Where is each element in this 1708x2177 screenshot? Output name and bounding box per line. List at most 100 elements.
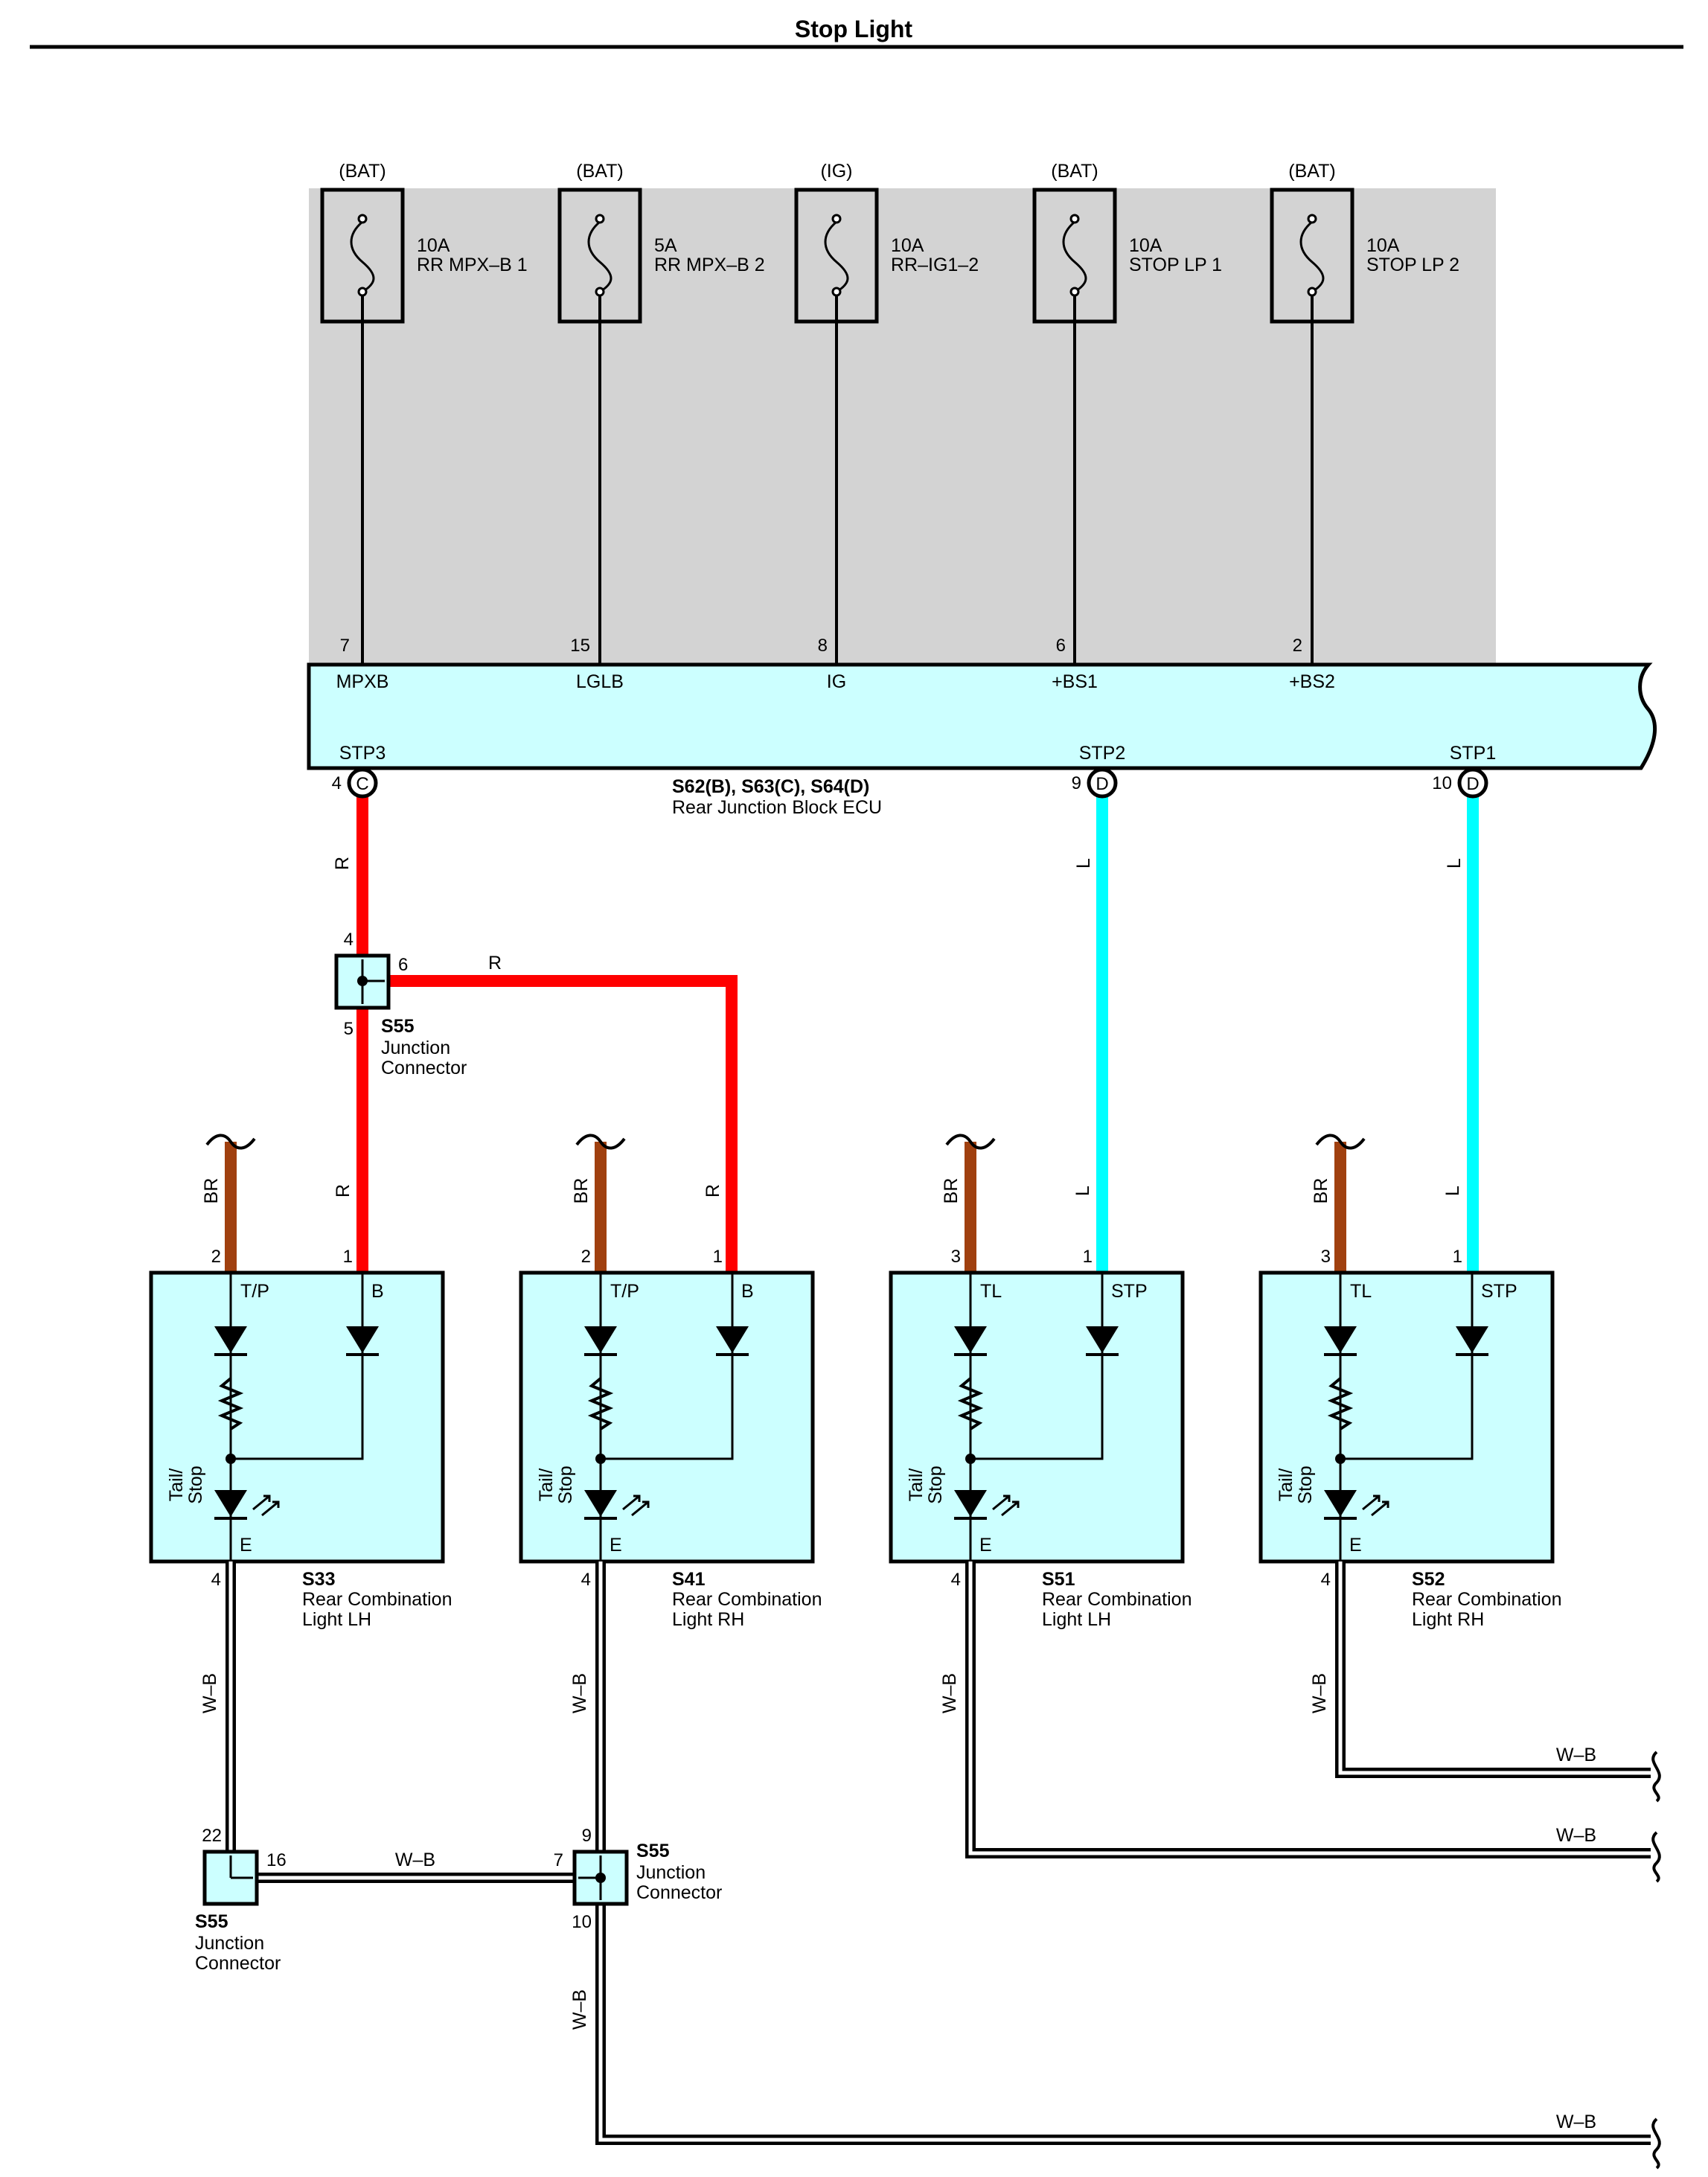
fuse-name: RR–IG1–2	[891, 255, 979, 275]
svg-text:Rear Combination: Rear Combination	[1412, 1589, 1562, 1610]
ecu-output-stp3: C 4	[332, 767, 378, 799]
svg-text:Rear Combination: Rear Combination	[302, 1589, 452, 1610]
ground-wire-label: W–B	[395, 1850, 435, 1870]
led-icon	[954, 1490, 987, 1517]
wire-color-label: R	[488, 953, 502, 974]
fuse-rating: 5A	[654, 235, 677, 256]
fuse-rating: 10A	[891, 235, 924, 256]
ecu-terminal-stp3: STP3	[339, 743, 386, 764]
svg-text:BR: BR	[941, 1178, 962, 1204]
ecu-terminal-ig: IG	[827, 671, 846, 692]
ecu-terminal-bs2: +BS2	[1289, 671, 1335, 692]
ground-wire-label: W–B	[1309, 1673, 1330, 1713]
svg-text:Stop: Stop	[1295, 1465, 1316, 1503]
svg-text:Tail/: Tail/	[1276, 1468, 1296, 1502]
page-title: Stop Light	[795, 16, 913, 42]
svg-text:2: 2	[211, 1247, 221, 1267]
svg-text:C: C	[356, 774, 368, 794]
svg-text:Light LH: Light LH	[1042, 1609, 1111, 1630]
svg-text:1: 1	[343, 1247, 353, 1267]
resistor-icon	[957, 1377, 984, 1430]
svg-text:4: 4	[1321, 1570, 1331, 1590]
svg-text:STP: STP	[1481, 1281, 1517, 1302]
brown-wires	[205, 1134, 1366, 1273]
svg-text:D: D	[1096, 774, 1108, 794]
fuse-name: RR MPX–B 2	[654, 255, 765, 275]
fuse-pin: 8	[818, 636, 828, 656]
ground-wire-label: W–B	[939, 1673, 960, 1713]
diode-icon	[346, 1326, 379, 1353]
resistor-icon	[1327, 1377, 1354, 1430]
ground-wires	[226, 1561, 1661, 2170]
svg-text:L: L	[1072, 1186, 1093, 1196]
wire-color-label: R	[332, 857, 353, 870]
svg-text:D: D	[1466, 774, 1479, 794]
diode-icon	[214, 1326, 247, 1353]
svg-text:E: E	[610, 1535, 622, 1556]
svg-text:E: E	[1349, 1535, 1362, 1556]
svg-text:1: 1	[1083, 1247, 1093, 1267]
fuse-panel	[309, 188, 1496, 665]
svg-text:S33: S33	[302, 1569, 335, 1590]
svg-text:1: 1	[713, 1247, 723, 1267]
svg-text:Connector: Connector	[381, 1058, 467, 1078]
svg-text:16: 16	[266, 1850, 287, 1870]
fuse-1: (BAT) 10A RR MPX–B 1 7	[320, 161, 528, 665]
fuse-rating: 10A	[1129, 235, 1162, 256]
fuse-source: (BAT)	[339, 161, 386, 182]
ecu-block	[307, 662, 1657, 770]
ground-wire-label: W–B	[199, 1673, 220, 1713]
svg-text:B: B	[371, 1281, 384, 1302]
svg-text:Light LH: Light LH	[302, 1609, 371, 1630]
svg-text:B: B	[741, 1281, 754, 1302]
fuse-name: STOP LP 1	[1129, 255, 1222, 275]
svg-text:4: 4	[344, 930, 354, 950]
fuse-source: (IG)	[820, 161, 852, 182]
wire-color-label: L	[1444, 858, 1465, 869]
fuse-3: (IG) 10A RR–IG1–2 8	[794, 161, 979, 665]
ground-wire-label: W–B	[569, 1989, 590, 2030]
svg-text:Junction: Junction	[636, 1862, 706, 1883]
fuse-pin: 7	[340, 636, 350, 656]
svg-text:E: E	[979, 1535, 992, 1556]
svg-text:E: E	[240, 1535, 252, 1556]
ground-wire-label: W–B	[569, 1673, 590, 1713]
svg-text:6: 6	[398, 955, 408, 975]
junction-right: 9 7 10 S55 Junction Connector	[554, 1826, 723, 1932]
svg-text:Tail/: Tail/	[166, 1468, 187, 1502]
ecu-name: Rear Junction Block ECU	[672, 797, 882, 818]
svg-text:S51: S51	[1042, 1569, 1075, 1590]
svg-text:Light RH: Light RH	[672, 1609, 744, 1630]
svg-text:22: 22	[202, 1826, 222, 1846]
ground-wire-label: W–B	[1556, 1745, 1596, 1765]
led-icon	[214, 1490, 247, 1517]
svg-text:9: 9	[582, 1826, 592, 1846]
svg-text:4: 4	[332, 773, 342, 793]
svg-text:Light RH: Light RH	[1412, 1609, 1484, 1630]
svg-text:2: 2	[581, 1247, 591, 1267]
junction-top: 4 6 5 S55 Junction Connector	[334, 930, 467, 1078]
fuse-name: RR MPX–B 1	[417, 255, 528, 275]
svg-text:S41: S41	[672, 1569, 706, 1590]
svg-text:Connector: Connector	[195, 1953, 281, 1974]
red-wire-branch	[362, 975, 738, 1273]
svg-text:Rear Combination: Rear Combination	[672, 1589, 822, 1610]
svg-text:Stop: Stop	[925, 1465, 946, 1503]
svg-text:4: 4	[211, 1570, 221, 1590]
svg-text:4: 4	[581, 1570, 591, 1590]
diode-icon	[954, 1326, 987, 1353]
svg-text:BR: BR	[1311, 1178, 1331, 1204]
wire-color-label: L	[1073, 858, 1094, 869]
fuse-source: (BAT)	[1288, 161, 1335, 182]
fuse-source: (BAT)	[1051, 161, 1098, 182]
svg-text:Stop: Stop	[185, 1465, 206, 1503]
diode-icon	[1456, 1326, 1488, 1353]
ecu-terminal-bs1: +BS1	[1052, 671, 1098, 692]
svg-text:BR: BR	[201, 1178, 222, 1204]
fuse-2: (BAT) 5A RR MPX–B 2 15	[557, 161, 765, 665]
fuse-rating: 10A	[1366, 235, 1400, 256]
svg-text:Tail/: Tail/	[906, 1468, 927, 1502]
